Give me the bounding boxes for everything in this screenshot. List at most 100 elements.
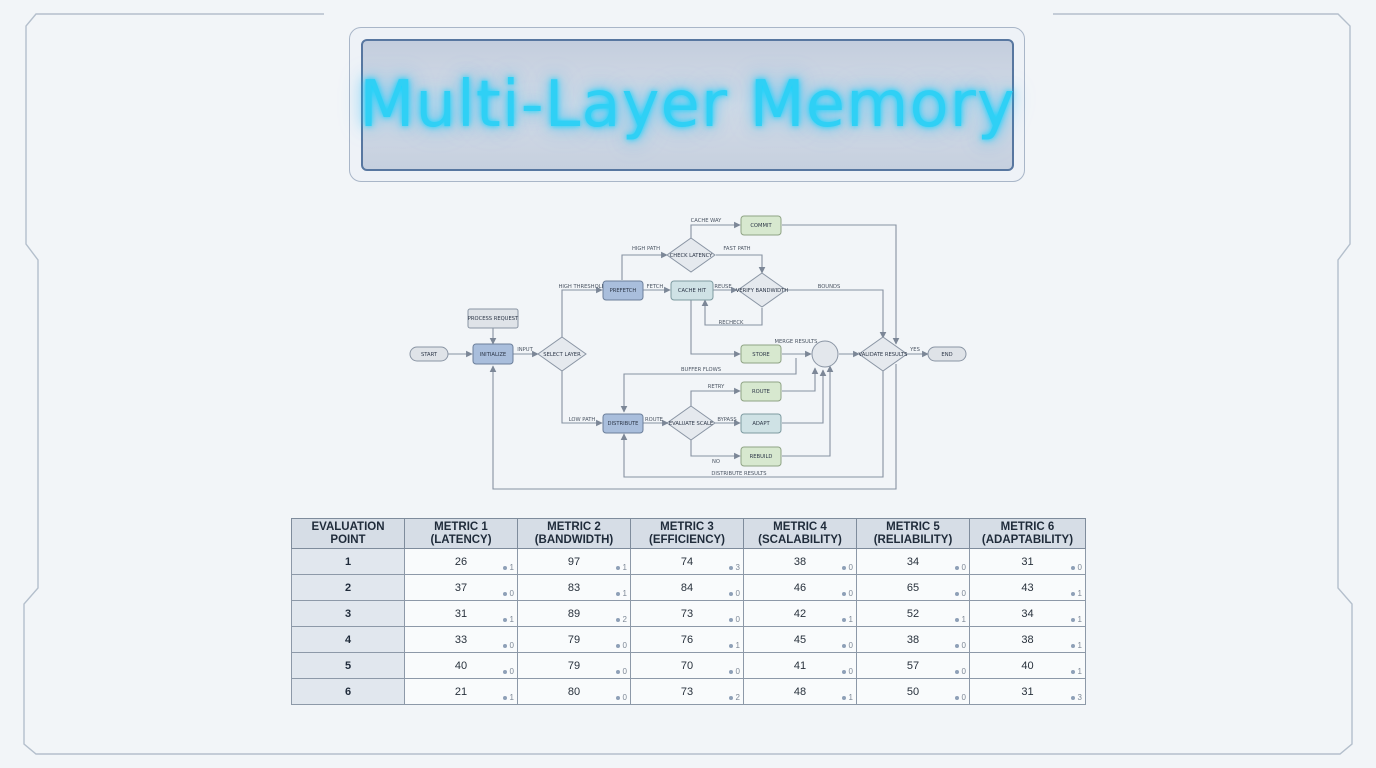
metric-value: 80: [567, 685, 581, 698]
edge-label-recheck: RECHECK: [719, 320, 744, 326]
flow-edges: [448, 221, 929, 490]
metric-value: 40: [454, 659, 468, 672]
metric-subcount-value: 1: [961, 615, 966, 624]
edge-label-bypass: BYPASS: [717, 417, 736, 423]
edge-label-merge: MERGE RESULTS: [775, 339, 818, 345]
metric-subcount-value: 3: [1077, 693, 1082, 702]
svg-text:CACHE HIT: CACHE HIT: [678, 288, 707, 294]
metric-subcount: 0: [728, 667, 740, 676]
svg-text:CHECK LATENCY: CHECK LATENCY: [670, 253, 713, 259]
metric-value: 40: [1021, 659, 1034, 672]
edge-label-upper: HIGH THRESHOLD: [558, 284, 605, 290]
metric-value: 26: [454, 555, 468, 568]
svg-text:PREFETCH: PREFETCH: [610, 288, 637, 294]
metric-value: 37: [454, 581, 468, 594]
edge-label-distribute: DISTRIBUTE RESULTS: [711, 471, 766, 477]
node-decision-bandwidth: VERIFY BANDWIDTH: [736, 272, 788, 308]
node-decision-latency: CHECK LATENCY: [666, 237, 716, 273]
metric-subcount-value: 1: [1077, 641, 1082, 650]
metric-subcount-value: 0: [622, 693, 627, 702]
svg-text:SELECT LAYER: SELECT LAYER: [543, 352, 581, 358]
evaluation-point-cell: 2: [291, 574, 405, 601]
metric-value: 73: [680, 607, 694, 620]
metric-subcount: 1: [841, 693, 853, 702]
metric-value: 84: [680, 581, 694, 594]
dot-icon: [615, 643, 620, 648]
node-start: START: [409, 346, 449, 362]
metric-subcount: 0: [615, 667, 627, 676]
metric-value: 38: [906, 633, 920, 646]
metric-subcount-value: 0: [1077, 563, 1082, 572]
metric-subcount-value: 0: [961, 693, 966, 702]
metric-subcount-value: 0: [961, 563, 966, 572]
dot-icon: [502, 669, 507, 674]
dot-icon: [728, 565, 733, 570]
node-rebuild: REBUILD: [740, 446, 782, 467]
svg-text:ROUTE: ROUTE: [752, 389, 770, 395]
dot-icon: [1070, 669, 1075, 674]
column-header: METRIC 2 (BANDWIDTH): [517, 518, 631, 549]
dot-icon: [728, 617, 733, 622]
metric-subcount-value: 0: [848, 563, 853, 572]
node-store: STORE: [740, 344, 782, 364]
metric-subcount-value: 2: [735, 693, 740, 702]
metric-subcount: 0: [1070, 563, 1082, 572]
node-merge: [811, 340, 839, 368]
evaluation-point-cell: 4: [291, 626, 405, 653]
edge-label-cache-way: CACHE WAY: [691, 218, 723, 224]
metric-subcount-value: 1: [509, 563, 514, 572]
metric-cell: 84 0: [630, 574, 744, 601]
metric-value: 76: [680, 633, 694, 646]
edge-label-retry: RETRY: [708, 384, 725, 390]
metric-subcount: 0: [954, 667, 966, 676]
metric-subcount: 2: [615, 615, 627, 624]
metric-value: 74: [680, 555, 694, 568]
metric-value: 34: [1021, 607, 1034, 620]
metric-cell: 40 1: [969, 652, 1086, 679]
dot-icon: [728, 643, 733, 648]
metric-cell: 38 1: [969, 626, 1086, 653]
metric-subcount-value: 1: [848, 615, 853, 624]
evaluation-point-cell: 1: [291, 548, 405, 575]
metric-subcount: 0: [728, 589, 740, 598]
metric-value: 41: [793, 659, 807, 672]
metric-subcount-value: 1: [1077, 589, 1082, 598]
metric-value: 38: [1021, 633, 1034, 646]
metric-subcount-value: 1: [622, 563, 627, 572]
edge-label-initial: INPUT: [517, 347, 533, 353]
dot-icon: [502, 617, 507, 622]
dot-icon: [841, 591, 846, 596]
node-cache-hit: CACHE HIT: [670, 280, 714, 301]
node-decision-results: VALIDATE RESULTS: [858, 336, 908, 372]
node-decision-select-layer: SELECT LAYER: [537, 336, 587, 372]
node-commit: COMMIT: [740, 215, 782, 236]
flow-nodes: START PROCESS REQUEST INITIALIZE SELECT …: [409, 215, 967, 467]
edge-label-low-path: LOW PATH: [569, 417, 596, 423]
metric-subcount-value: 1: [848, 693, 853, 702]
column-header: METRIC 5 (RELIABILITY): [856, 518, 970, 549]
edge-label-no: NO: [712, 459, 720, 465]
metric-subcount: 0: [502, 589, 514, 598]
dot-icon: [615, 591, 620, 596]
metric-value: 79: [567, 659, 581, 672]
metric-value: 70: [680, 659, 694, 672]
dot-icon: [615, 669, 620, 674]
metric-subcount: 1: [1070, 667, 1082, 676]
